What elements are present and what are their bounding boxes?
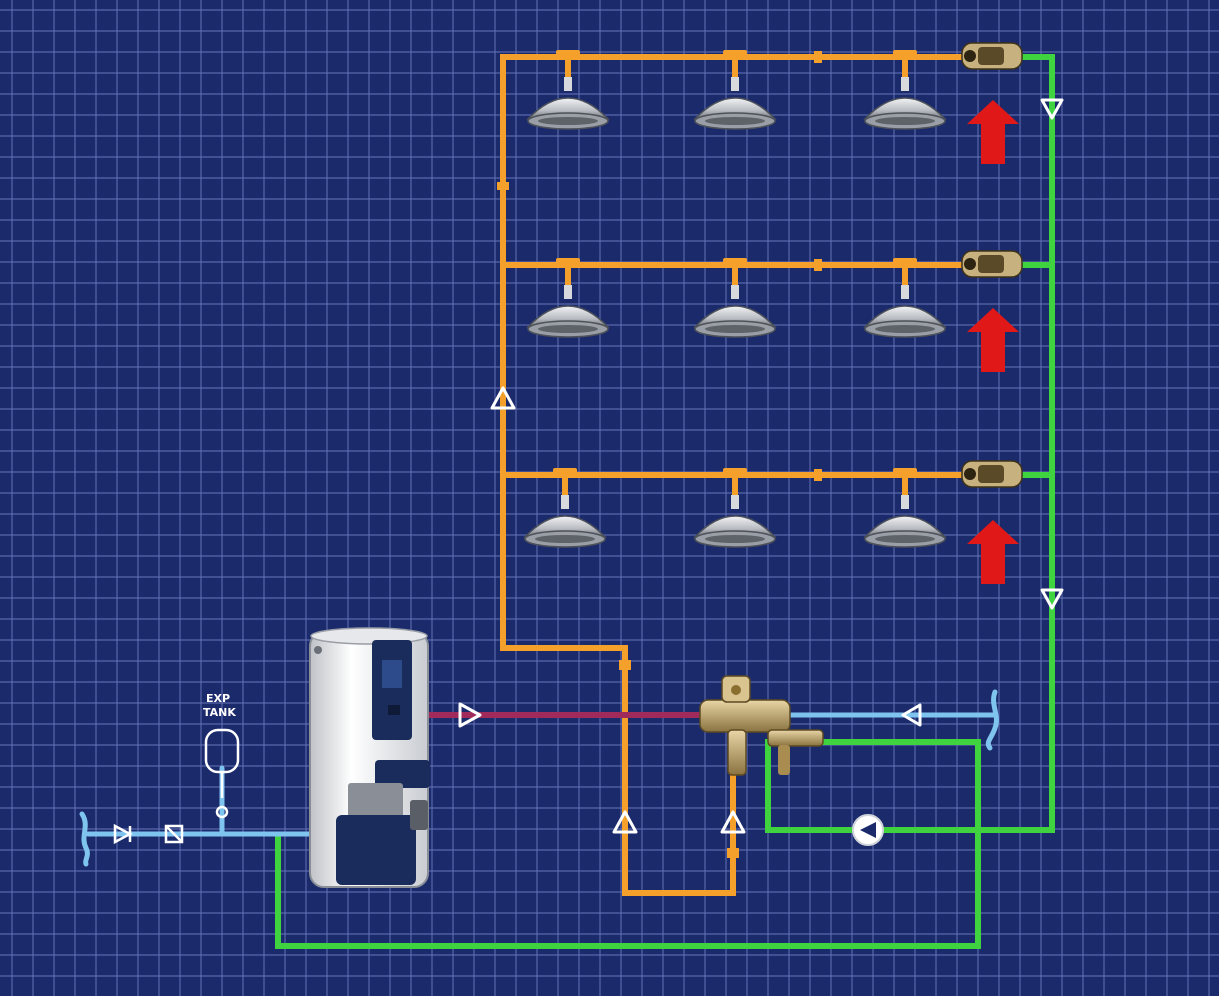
red-flow-arrow-icon <box>967 100 1019 164</box>
hot-tee-fittings <box>497 50 917 858</box>
shower-head-icon <box>693 285 777 338</box>
backflow-preventer-icon <box>164 824 184 844</box>
flow-direction-icon <box>490 386 516 410</box>
expansion-tank-label-line2: TANK <box>203 706 236 719</box>
flow-direction-icon <box>720 810 746 834</box>
flow-direction-markers <box>458 98 1064 834</box>
shower-head-icon <box>526 285 610 338</box>
recirculation-return-piping <box>275 54 1055 949</box>
shower-head-icon <box>523 495 607 548</box>
circulator-pump-icon <box>852 814 884 846</box>
return-to-heater-pipe <box>275 739 981 949</box>
flow-arrows <box>967 100 1019 584</box>
flow-direction-icon <box>901 703 922 727</box>
balancing-valve-icon <box>961 42 1023 70</box>
shower-head-icon <box>863 495 947 548</box>
balancing-valves <box>961 42 1023 488</box>
red-flow-arrow-icon <box>967 308 1019 372</box>
shower-head-icon <box>863 285 947 338</box>
check-valve-icon <box>113 823 133 845</box>
flow-direction-icon <box>458 702 482 728</box>
flow-direction-icon <box>1040 588 1064 610</box>
flow-direction-icon <box>1040 98 1064 120</box>
expansion-tank-label-line1: EXP <box>206 692 230 705</box>
red-flow-arrow-icon <box>967 520 1019 584</box>
flow-direction-icon <box>612 810 638 834</box>
cold-supply-end <box>985 689 999 751</box>
cold-inlet-end <box>79 811 90 867</box>
balancing-valve-icon <box>961 250 1023 278</box>
shower-fixtures <box>523 77 947 548</box>
hot-riser-pipe <box>500 54 968 651</box>
expansion-tank-icon <box>204 728 240 819</box>
shower-head-icon <box>863 77 947 130</box>
shower-head-icon <box>693 495 777 548</box>
shower-head-icon <box>693 77 777 130</box>
return-riser-pipe <box>765 54 1055 833</box>
cold-inlet-valves <box>113 823 184 845</box>
balancing-valve-icon <box>961 460 1023 488</box>
shower-head-icon <box>526 77 610 130</box>
water-heater-icon <box>309 627 430 888</box>
mixing-valve-icon <box>699 675 824 776</box>
